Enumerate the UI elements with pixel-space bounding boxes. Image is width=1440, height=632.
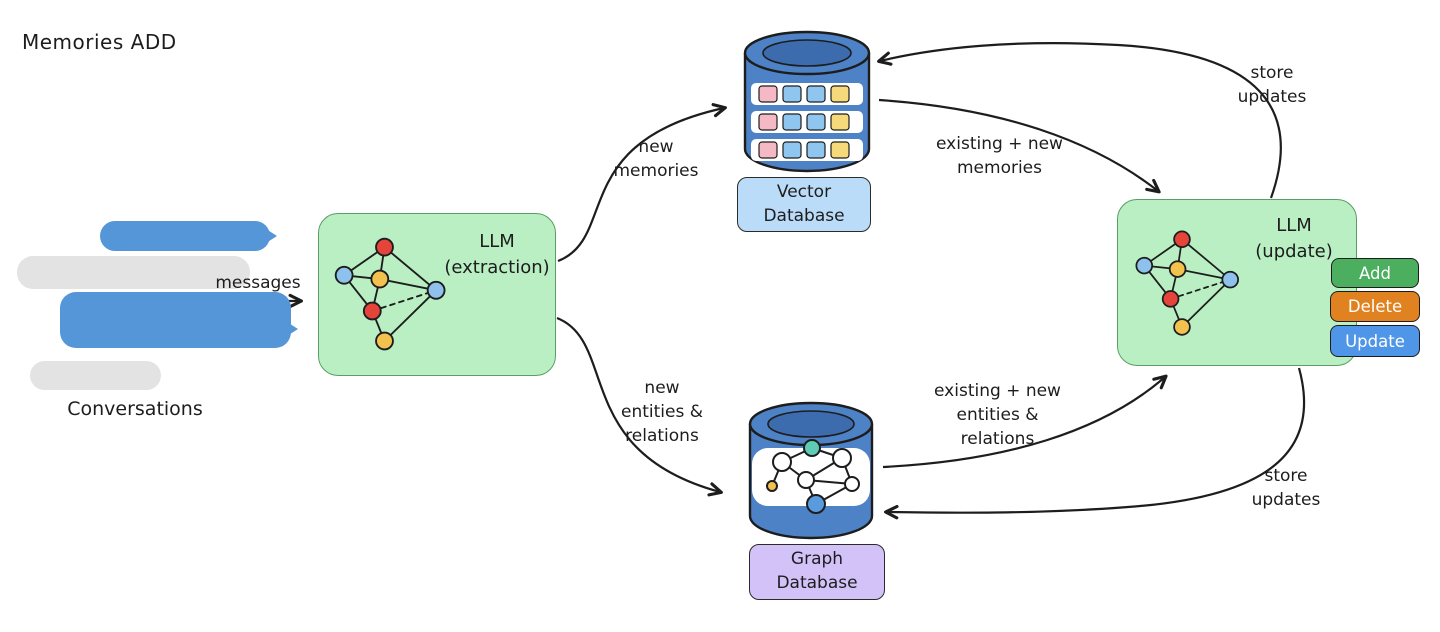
graph-database-icon xyxy=(748,401,874,540)
edge-label-new-entities-relations: new entities & relations xyxy=(621,378,703,446)
edge-label-messages: messages xyxy=(215,273,301,293)
llm-extraction-node: LLM (extraction) xyxy=(318,213,556,376)
chat-bubble-gray-2 xyxy=(30,361,161,390)
chat-bubble-gray-1 xyxy=(17,256,250,289)
vector-database-badge: Vector Database xyxy=(737,177,871,232)
add-action-chip: Add xyxy=(1331,258,1419,288)
edge-label-new-memories: new memories xyxy=(613,137,699,181)
update-action-chip: Update xyxy=(1330,325,1420,357)
diagram-title: Memories ADD xyxy=(22,30,177,54)
edge-label-store-updates-bottom: store updates xyxy=(1251,466,1321,510)
arrow-new-memories xyxy=(557,103,727,263)
conversations-label: Conversations xyxy=(67,398,203,420)
neural-network-icon xyxy=(334,237,446,351)
edge-label-existing-new-entities-relations: existing + new entities & relations xyxy=(934,381,1061,449)
llm-update-node: LLM (update) xyxy=(1117,199,1357,366)
edge-label-store-updates-top: store updates xyxy=(1237,63,1307,107)
graph-database-badge: Graph Database xyxy=(749,544,885,600)
vector-database-icon xyxy=(743,30,871,173)
chat-bubble-tail-2 xyxy=(284,320,298,338)
edge-label-existing-new-memories: existing + new memories xyxy=(936,134,1063,178)
neural-network-icon xyxy=(1135,230,1239,336)
chat-bubble-blue-2 xyxy=(60,292,291,348)
delete-action-chip: Delete xyxy=(1330,291,1420,322)
chat-bubble-tail-1 xyxy=(263,227,277,245)
llm-extraction-label: LLM (extraction) xyxy=(444,231,550,279)
chat-bubble-blue-1 xyxy=(100,221,270,251)
llm-update-label: LLM (update) xyxy=(1255,215,1333,263)
